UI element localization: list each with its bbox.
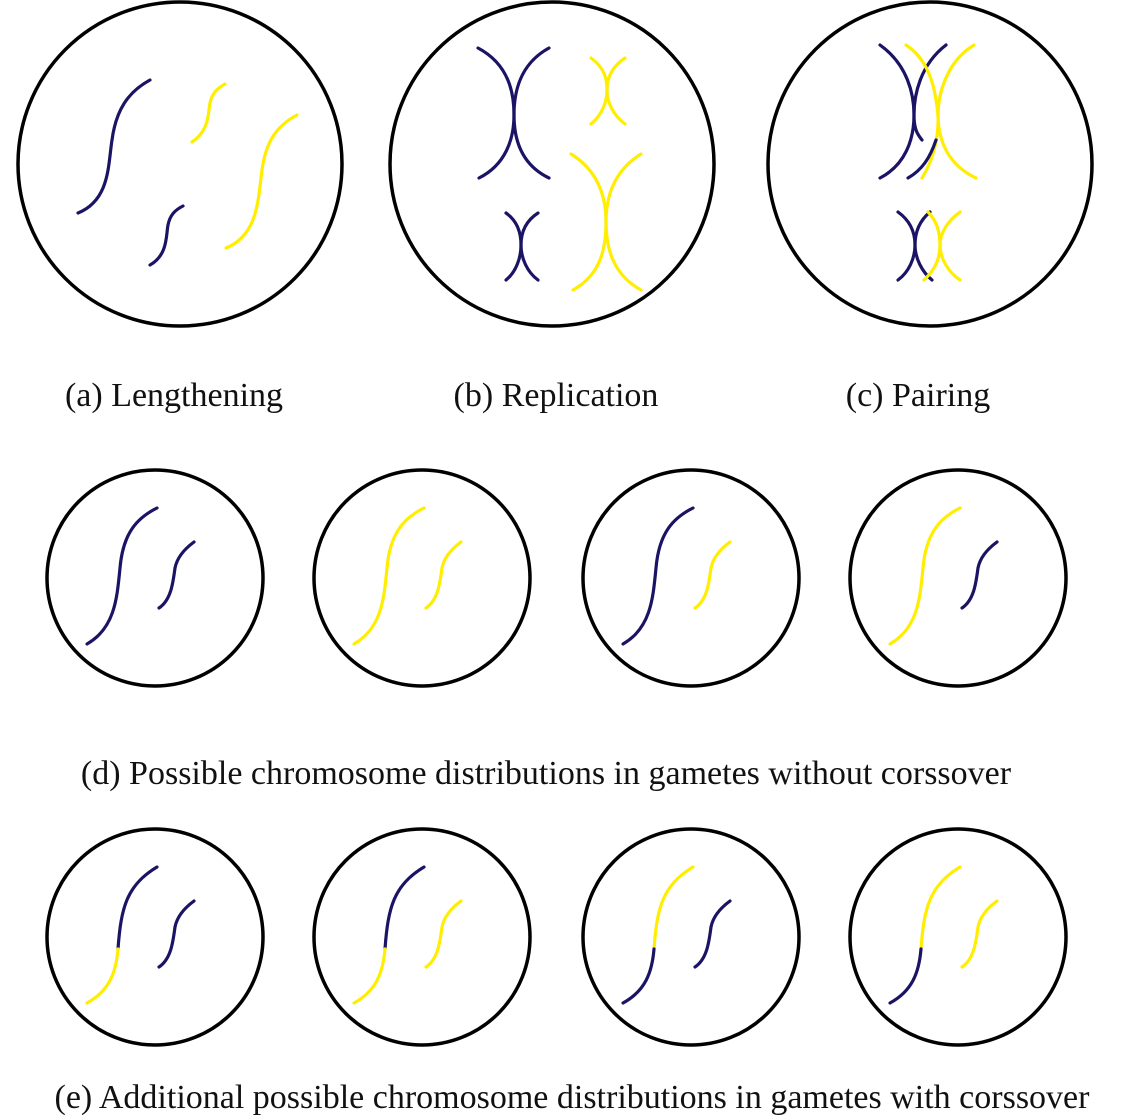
- chromatid-short-maternal-left: [896, 210, 917, 282]
- chromosome-long-maternal: [76, 78, 152, 215]
- gamete-cell: [312, 468, 532, 688]
- chromatid-long-paternal-left: [904, 43, 940, 180]
- cell-membrane: [766, 0, 1094, 328]
- chromatid-short-maternal-left: [504, 211, 523, 282]
- gamete-cell: [581, 468, 801, 688]
- caption-without-crossover: (d) Possible chromosome distributions in…: [81, 755, 1012, 792]
- cell-lengthening: [16, 0, 344, 328]
- chromosome-long-upper-maternal: [383, 865, 426, 951]
- chromosome-long-lower-maternal: [621, 947, 656, 1005]
- chromosome-short-maternal: [693, 899, 732, 969]
- chromatid-short-paternal-left: [589, 56, 609, 126]
- chromosome-short-paternal: [190, 82, 227, 144]
- cell-membrane: [16, 0, 344, 328]
- chromatid-short-paternal-left: [922, 210, 942, 282]
- chromosome-short-maternal: [148, 204, 185, 267]
- chromosome-long-paternal: [224, 113, 299, 250]
- chromosome-long-lower-maternal: [888, 947, 923, 1005]
- chromatid-short-paternal-right: [605, 56, 627, 126]
- gamete-cell: [581, 827, 801, 1047]
- gamete-cell: [848, 468, 1068, 688]
- chromosome-short-paternal: [424, 540, 463, 610]
- cell-membrane: [848, 827, 1068, 1047]
- chromosome-long-upper-paternal: [919, 865, 962, 951]
- cell-membrane: [45, 468, 265, 688]
- cell-membrane: [312, 827, 532, 1047]
- cell-membrane: [388, 0, 716, 328]
- chromatid-long-maternal-left: [878, 43, 916, 180]
- cell-replication: [388, 0, 716, 328]
- chromatid-short-paternal-right: [938, 210, 962, 282]
- chromatid-short-maternal-right: [519, 211, 540, 282]
- chromosome-short-maternal: [960, 540, 999, 610]
- caption-lengthening: (a) Lengthening: [65, 377, 283, 414]
- gamete-cell: [45, 827, 265, 1047]
- chromatid-long-maternal-lower: [906, 138, 938, 180]
- chromatid-long-paternal-right: [604, 152, 643, 292]
- gametes-with-crossover: [45, 827, 1068, 1047]
- chromosome-long-maternal: [621, 506, 695, 646]
- chromatid-long-maternal-right: [912, 43, 948, 142]
- chromosome-long-lower-paternal: [352, 947, 387, 1005]
- gametes-without-crossover: [45, 468, 1068, 688]
- chromosome-long-paternal: [888, 506, 962, 646]
- gamete-cell: [848, 827, 1068, 1047]
- chromosome-long-upper-paternal: [652, 865, 695, 951]
- chromosome-short-paternal: [424, 899, 463, 969]
- cell-membrane: [581, 827, 801, 1047]
- chromatid-short-maternal-right: [913, 210, 934, 282]
- chromatid-long-maternal-right: [512, 46, 551, 180]
- cell-membrane: [312, 468, 532, 688]
- chromosome-long-upper-maternal: [116, 865, 159, 951]
- cell-membrane: [848, 468, 1068, 688]
- chromosome-long-maternal: [85, 506, 159, 646]
- chromatid-long-maternal-left: [476, 46, 516, 180]
- cell-pairing: [766, 0, 1094, 328]
- chromosome-short-paternal: [960, 899, 999, 969]
- cell-membrane: [45, 827, 265, 1047]
- chromosome-short-maternal: [157, 899, 196, 969]
- caption-with-crossover: (e) Additional possible chromosome distr…: [55, 1079, 1091, 1116]
- chromosome-long-lower-paternal: [85, 947, 120, 1005]
- chromatid-long-paternal-left: [569, 152, 608, 292]
- gamete-cell: [45, 468, 265, 688]
- caption-replication: (b) Replication: [454, 377, 659, 414]
- chromosome-short-paternal: [693, 540, 732, 610]
- chromatid-long-paternal-right: [936, 43, 978, 180]
- chromosome-long-paternal: [352, 506, 426, 646]
- cell-membrane: [581, 468, 801, 688]
- gamete-cell: [312, 827, 532, 1047]
- caption-pairing: (c) Pairing: [846, 377, 990, 414]
- chromosome-short-maternal: [157, 540, 196, 610]
